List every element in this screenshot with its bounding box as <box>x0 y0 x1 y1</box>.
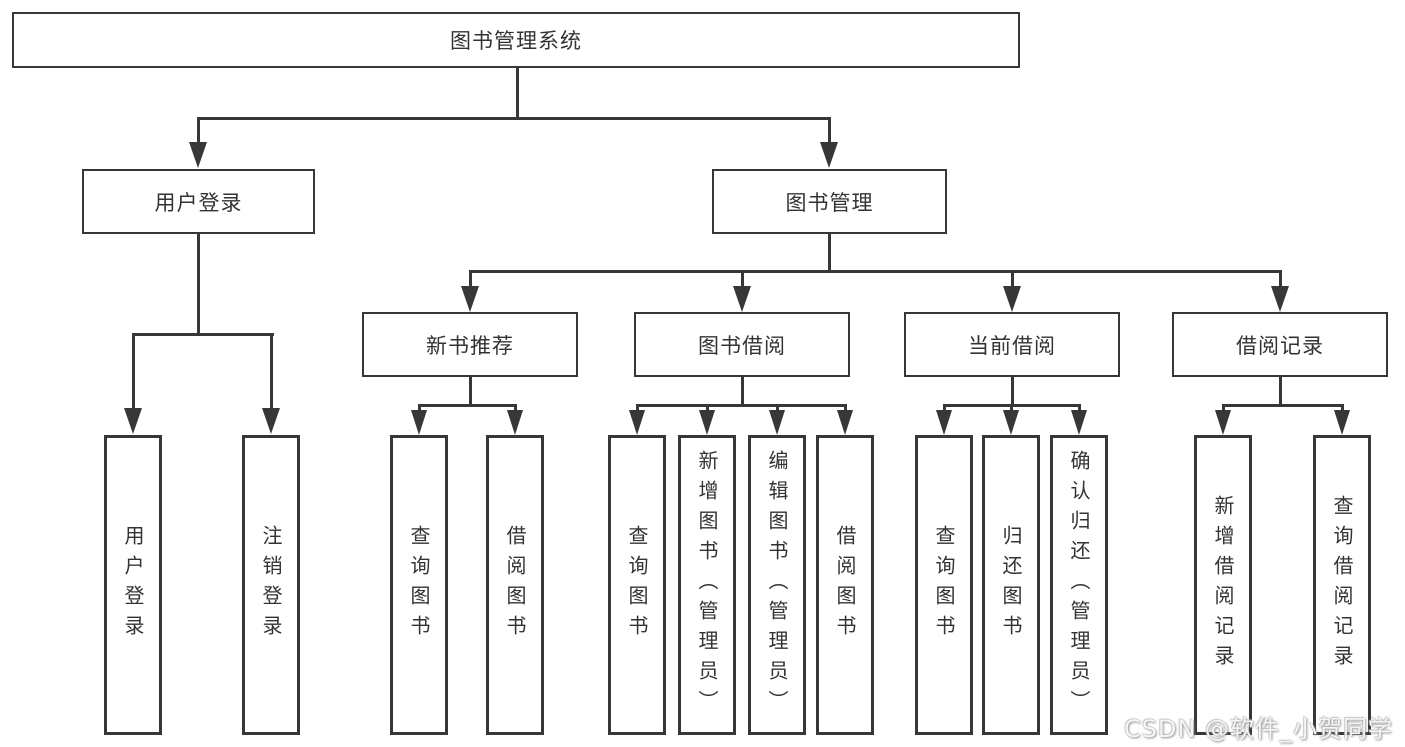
arrowhead-down <box>733 286 751 312</box>
arrowhead-down <box>124 408 142 434</box>
arrowhead-down <box>1334 410 1350 435</box>
arrowhead-down <box>769 410 785 435</box>
connector-line <box>636 404 847 407</box>
node-book-management-label: 图书管理 <box>785 190 874 215</box>
connector-line <box>828 234 831 272</box>
leaf-current-return-label: 归还图书 <box>999 525 1023 645</box>
connector-line <box>1010 404 1013 413</box>
connector-line <box>741 270 744 287</box>
connector-line <box>514 404 517 413</box>
connector-line <box>197 234 200 334</box>
connector-line <box>636 404 639 413</box>
leaf-borrow-query-label: 查询图书 <box>625 525 649 645</box>
leaf-current-return: 归还图书 <box>982 435 1040 735</box>
connector-line <box>469 377 472 406</box>
connector-line <box>516 68 519 119</box>
connector-line <box>943 404 946 413</box>
leaf-current-confirm-admin: 确认归还（管理员） <box>1050 435 1108 735</box>
connector-line <box>469 270 1282 273</box>
arrowhead-down <box>262 408 280 434</box>
arrowhead-down <box>699 410 715 435</box>
leaf-borrow-query: 查询图书 <box>608 435 666 735</box>
connector-line <box>741 377 744 406</box>
leaf-newbook-borrow: 借阅图书 <box>486 435 544 735</box>
connector-line <box>132 333 274 336</box>
arrowhead-down <box>1003 410 1019 435</box>
connector-line <box>844 404 847 413</box>
arrowhead-down <box>936 410 952 435</box>
leaf-borrow-edit-admin-label: 编辑图书（管理员） <box>765 450 789 720</box>
leaf-newbook-query: 查询图书 <box>390 435 448 735</box>
arrowhead-down <box>837 410 853 435</box>
node-borrow-records: 借阅记录 <box>1172 312 1388 377</box>
leaf-borrow-add-admin-label: 新增图书（管理员） <box>695 450 719 720</box>
leaf-borrow-book: 借阅图书 <box>816 435 874 735</box>
arrowhead-down <box>629 410 645 435</box>
leaf-user-login-label: 用户登录 <box>121 525 145 645</box>
connector-line <box>197 117 831 120</box>
node-current-borrow: 当前借阅 <box>904 312 1120 377</box>
connector-line <box>418 404 517 407</box>
connector-line <box>1279 377 1282 406</box>
leaf-current-confirm-admin-label: 确认归还（管理员） <box>1067 450 1091 720</box>
leaf-logout: 注销登录 <box>242 435 300 735</box>
node-root: 图书管理系统 <box>12 12 1020 68</box>
leaf-user-login: 用户登录 <box>104 435 162 735</box>
leaf-newbook-query-label: 查询图书 <box>407 525 431 645</box>
leaf-record-query: 查询借阅记录 <box>1313 435 1371 735</box>
node-book-management: 图书管理 <box>712 169 947 234</box>
leaf-record-query-label: 查询借阅记录 <box>1330 495 1354 675</box>
leaf-newbook-borrow-label: 借阅图书 <box>503 525 527 645</box>
connector-line <box>828 117 831 144</box>
node-current-borrow-label: 当前借阅 <box>968 333 1056 358</box>
leaf-logout-label: 注销登录 <box>259 525 283 645</box>
arrowhead-down <box>411 410 427 435</box>
connector-line <box>132 333 135 409</box>
connector-line <box>1011 377 1014 406</box>
leaf-current-query: 查询图书 <box>915 435 973 735</box>
leaf-record-add-label: 新增借阅记录 <box>1211 495 1235 675</box>
connector-line <box>776 404 779 413</box>
node-user-login: 用户登录 <box>82 169 315 234</box>
connector-line <box>1222 404 1225 413</box>
csdn-watermark: CSDN @软件_小贺同学 <box>1123 715 1393 743</box>
connector-line <box>469 270 472 287</box>
node-new-book-recommend: 新书推荐 <box>362 312 578 377</box>
connector-line <box>1279 270 1282 287</box>
node-book-borrow: 图书借阅 <box>634 312 850 377</box>
connector-line <box>270 333 273 409</box>
leaf-record-add: 新增借阅记录 <box>1194 435 1252 735</box>
node-book-borrow-label: 图书借阅 <box>698 333 786 358</box>
arrowhead-down <box>1071 410 1087 435</box>
leaf-current-query-label: 查询图书 <box>932 525 956 645</box>
arrowhead-down <box>1215 410 1231 435</box>
leaf-borrow-book-label: 借阅图书 <box>833 525 857 645</box>
leaf-borrow-add-admin: 新增图书（管理员） <box>678 435 736 735</box>
connector-line <box>418 404 421 413</box>
leaf-borrow-edit-admin: 编辑图书（管理员） <box>748 435 806 735</box>
connector-line <box>197 117 200 144</box>
node-user-login-label: 用户登录 <box>154 190 243 215</box>
node-root-label: 图书管理系统 <box>450 29 582 53</box>
connector-line <box>1011 270 1014 287</box>
connector-line <box>1078 404 1081 413</box>
connector-line <box>1341 404 1344 413</box>
connector-line <box>1222 404 1344 407</box>
arrowhead-down <box>189 142 207 168</box>
arrowhead-down <box>1003 286 1021 312</box>
arrowhead-down <box>461 286 479 312</box>
node-borrow-records-label: 借阅记录 <box>1236 333 1324 358</box>
arrowhead-down <box>1271 286 1289 312</box>
node-new-book-recommend-label: 新书推荐 <box>426 333 514 358</box>
arrowhead-down <box>507 410 523 435</box>
arrowhead-down <box>820 142 838 168</box>
connector-line <box>706 404 709 413</box>
